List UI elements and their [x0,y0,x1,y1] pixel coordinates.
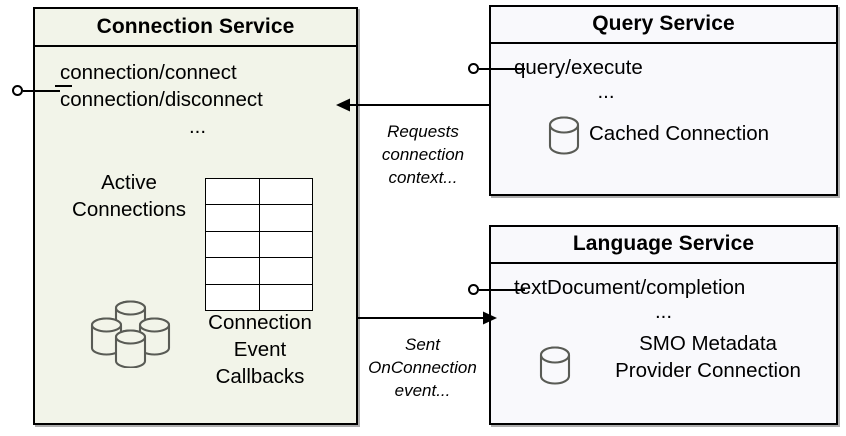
interface-stem-inner-language-service [511,289,525,291]
grid-row [205,230,313,259]
api-ellipsis-connection-service: ... [188,115,207,138]
interface-stem [479,289,516,291]
component-title-connection-service: Connection Service [35,9,356,47]
database-cluster-icon [88,290,173,369]
grid-cell [205,230,260,259]
interface-ball-icon [468,63,479,74]
api-textdocument-completion: textDocument/completion [514,276,746,299]
grid-row [205,283,313,311]
grid-cell [258,283,313,311]
component-query-service[interactable]: Query Service query/execute ... Cached C… [489,5,838,196]
grid-cell [205,177,260,206]
component-title-language-service: Language Service [491,227,836,264]
edge-line-query-to-connection [343,104,491,106]
interface-ball-icon [12,85,23,96]
provided-interface-lollipop-connection-service[interactable] [12,85,60,96]
arrowhead-right-icon-connection-to-language [483,311,497,325]
grid-cell [258,257,313,285]
database-icon-cached-connection [548,115,580,157]
arrowhead-left-icon-query-to-connection [336,98,350,112]
provided-interface-lollipop-language-service[interactable] [468,284,516,295]
database-icon-smo-metadata-provider-connection [539,345,571,387]
grid-row [205,257,313,285]
grid-cell [205,283,260,311]
api-connection-connect: connection/connect [60,61,237,84]
grid-row [205,177,313,206]
component-body-query-service: query/execute ... Cached Connection [491,44,836,194]
interface-stem-inner-connection-service [55,85,72,87]
component-language-service[interactable]: Language Service textDocument/completion… [489,225,838,425]
api-connection-disconnect: connection/disconnect [60,88,263,111]
grid-cell [258,177,313,206]
grid-cell [258,230,313,259]
interface-stem [23,90,60,92]
edge-label-query-to-connection: Requests connection context... [381,122,465,187]
component-title-query-service: Query Service [491,7,836,44]
edge-line-connection-to-language [358,317,483,319]
interface-stem [479,68,516,70]
api-query-execute: query/execute [514,56,643,79]
artifact-label-active-connections: Active Connections [72,171,186,221]
component-body-connection-service: connection/connect connection/disconnect… [35,47,356,423]
grid-cell [205,204,260,232]
grid-row [205,204,313,232]
component-body-language-service: textDocument/completion ... SMO Metadata… [491,264,836,423]
artifact-label-connection-event-callbacks: Connection Event Callbacks [208,311,312,388]
artifact-label-cached-connection: Cached Connection [589,122,770,145]
table-grid-icon [205,177,313,311]
provided-interface-lollipop-query-service[interactable] [468,63,516,74]
interface-stem-inner-query-service [511,68,525,70]
interface-ball-icon [468,284,479,295]
grid-cell [205,257,260,285]
api-ellipsis-language-service: ... [654,300,673,323]
component-connection-service[interactable]: Connection Service connection/connect co… [33,7,358,425]
edge-label-connection-to-language: Sent OnConnection event... [368,335,477,400]
artifact-label-smo-metadata-provider-connection: SMO Metadata Provider Connection [615,332,801,382]
grid-cell [258,204,313,232]
api-ellipsis-query-service: ... [597,80,615,103]
grid-body [205,177,313,311]
